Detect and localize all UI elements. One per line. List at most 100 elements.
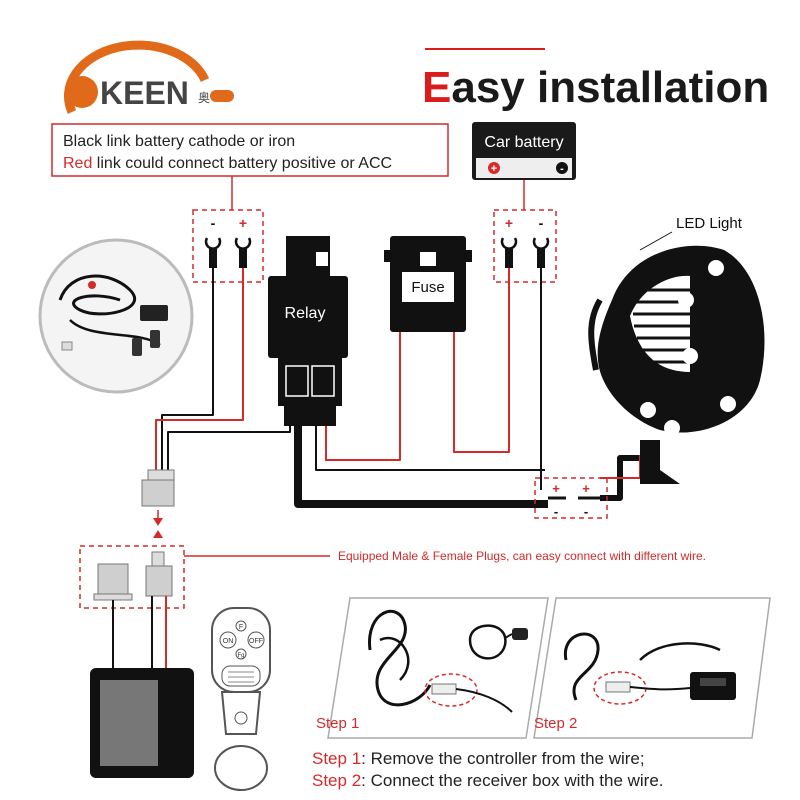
fuse-ear-right	[464, 250, 472, 262]
relay-socket	[278, 358, 342, 406]
right-terminal-pair: + -	[494, 210, 556, 282]
step-1-tag: Step 1	[316, 715, 359, 732]
relay-to-joint-black	[316, 425, 545, 470]
led-label: LED Light	[676, 215, 743, 232]
step-1-text: : Remove the controller from the wire;	[361, 749, 644, 768]
logo-pill	[210, 90, 234, 102]
instruction-red-word: Red	[63, 155, 92, 172]
instruction-box: Black link battery cathode or iron Red l…	[52, 124, 448, 210]
remote-off-label: OFF	[249, 638, 263, 645]
joint-plus-2: +	[582, 481, 590, 496]
step-2-photo: Step 2	[534, 598, 770, 738]
left-terminal-dashed-box	[193, 210, 263, 282]
harness-fuse-holder	[88, 281, 96, 289]
joint-minus-2: -	[584, 504, 588, 519]
led-bolt-5	[640, 402, 656, 418]
led-bolt-6	[664, 420, 680, 436]
control-wire-black-2	[168, 420, 290, 476]
remote-grip	[222, 666, 260, 686]
remote-strap-hole	[235, 712, 247, 724]
headline-text: Easy installation	[422, 63, 769, 112]
left-lug-minus	[209, 248, 217, 268]
left-ring-plus-icon	[236, 238, 250, 249]
harness-plug	[62, 342, 72, 350]
arrow-down-icon	[153, 518, 163, 526]
brand-logo: KEEN 奥	[66, 45, 234, 112]
led-label-pointer	[640, 232, 672, 250]
step-2-receiver-label	[700, 678, 726, 686]
fuse-label: Fuse	[411, 279, 444, 296]
right-lug-minus	[537, 248, 545, 268]
step-1-instruction: Step 1: Remove the controller from the w…	[312, 749, 645, 768]
left-terminal-pair: - +	[193, 210, 263, 282]
ground-wire-black	[298, 425, 548, 504]
harness-photo	[40, 240, 192, 392]
car-battery: Car battery + -	[472, 122, 576, 210]
harness-controller	[140, 305, 168, 321]
plugs-note: Equipped Male & Female Plugs, can easy c…	[338, 549, 706, 563]
arrow-up-icon	[153, 530, 163, 538]
headline-rest: asy installation	[451, 63, 769, 112]
logo-circle	[66, 76, 98, 108]
led-bolt-4	[720, 396, 736, 412]
step-2-instruction: Step 2: Connect the receiver box with th…	[312, 771, 664, 790]
fuse-ear-left	[384, 250, 392, 262]
step-instructions: Step 1: Remove the controller from the w…	[312, 749, 664, 790]
right-terminal-minus: -	[539, 215, 544, 231]
remote-fob: F ON OFF Fg	[212, 608, 270, 790]
battery-label: Car battery	[484, 134, 563, 151]
step-1-plug	[432, 684, 456, 694]
harness-remote	[132, 338, 142, 356]
led-bolt-1	[678, 292, 694, 308]
step-1-frame	[328, 598, 548, 738]
right-lug-plus	[505, 248, 513, 268]
step-1-prefix: Step 1	[312, 749, 361, 768]
female-plug	[98, 564, 128, 594]
remote-on-label: ON	[223, 638, 234, 645]
led-bolt-3	[682, 348, 698, 364]
step-2-tag: Step 2	[534, 715, 577, 732]
battery-plus-sign: +	[491, 163, 497, 175]
joint-minus-1: -	[554, 504, 558, 519]
logo-text: KEEN	[100, 75, 189, 111]
joint-plus-1: +	[552, 481, 560, 496]
battery-minus-sign: -	[560, 163, 564, 175]
male-plug	[146, 566, 172, 596]
relay: Relay	[268, 236, 348, 426]
fuse-window	[420, 252, 436, 266]
male-plug-tip	[152, 552, 164, 566]
relay-tab-hole	[316, 252, 328, 266]
left-terminal-plus: +	[239, 215, 247, 231]
right-terminal-plus: +	[505, 215, 513, 231]
harness-photo-frame	[40, 240, 192, 392]
upper-plug-body	[142, 480, 174, 506]
remote-key-ring	[215, 746, 267, 790]
step-2-prefix: Step 2	[312, 771, 361, 790]
relay-base	[284, 406, 336, 426]
instruction-line-1: Black link battery cathode or iron	[63, 133, 295, 150]
instruction-line-2-rest: link could connect battery positive or A…	[92, 155, 392, 172]
step-2-text: : Connect the receiver box with the wire…	[361, 771, 663, 790]
left-terminal-minus: -	[211, 215, 216, 231]
receiver-box	[90, 668, 194, 778]
upper-plug	[142, 470, 174, 526]
right-ring-plus-icon	[502, 238, 516, 249]
left-ring-minus-icon	[206, 238, 220, 249]
headline-accent-letter: E	[422, 63, 451, 112]
step-1-switch	[512, 628, 528, 640]
upper-plug-flange	[148, 470, 174, 480]
fuse: Fuse	[384, 236, 472, 332]
left-lug-plus	[239, 248, 247, 268]
led-bolt-2	[708, 260, 724, 276]
harness-remote-2	[150, 330, 160, 348]
led-light: LED Light	[591, 215, 764, 484]
remote-fg-label: Fg	[237, 653, 244, 659]
headline: Easy installation	[422, 49, 769, 112]
step-2-plug	[606, 682, 630, 692]
step-1-photo: Step 1	[316, 598, 548, 738]
female-plug-flange	[94, 594, 132, 600]
instruction-line-2: Red link could connect battery positive …	[63, 155, 392, 172]
right-ring-minus-icon	[534, 238, 548, 249]
led-bracket	[640, 440, 680, 484]
